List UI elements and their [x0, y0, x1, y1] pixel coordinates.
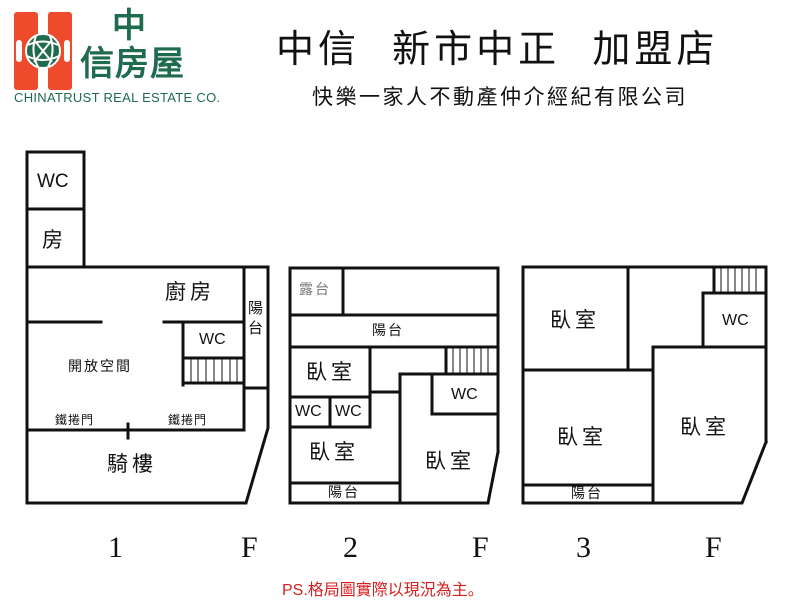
- floor-2-stairs: [452, 348, 489, 373]
- disclaimer-note: PS.格局圖實際以現況為主。: [282, 576, 484, 600]
- floor2-wc2-label: WC: [335, 403, 362, 420]
- floor3-title: 3 F: [576, 531, 764, 564]
- floor2-balcony-top-label: 陽台: [372, 323, 404, 339]
- floor-3-stairs: [720, 268, 757, 293]
- floor2-bedroom2-label: 臥室: [309, 440, 359, 464]
- floor-3-walls: [521, 265, 768, 505]
- floor2-balcony-bottom-label: 陽台: [328, 485, 360, 501]
- floor2-wc1-label: WC: [295, 403, 322, 420]
- globe-logo-icon: [14, 12, 72, 90]
- floor2-bedroom1-label: 臥室: [306, 360, 356, 384]
- floor1-kitchen-label: 廚房: [165, 280, 215, 304]
- floor2-terrace-label: 露台: [299, 282, 331, 298]
- floor2-title: 2 F: [343, 531, 531, 564]
- chinatrust-logo-mark: [14, 12, 72, 90]
- floor-1-stairs: [190, 359, 238, 383]
- note-prefix: PS.: [282, 582, 308, 599]
- floor3-wc-label: WC: [722, 312, 749, 329]
- floor1-open-space-label: 開放空間: [68, 359, 132, 375]
- floor1-room-label: 房: [42, 228, 67, 252]
- floor-2-walls: [288, 266, 500, 505]
- floor1-arcade-label: 騎樓: [107, 452, 157, 476]
- floor3-bedroom1-label: 臥室: [550, 308, 600, 332]
- floor2-wc3-label: WC: [451, 386, 478, 403]
- note-text: 格局圖實際以現況為主。: [307, 580, 484, 599]
- floor1-wc-label: WC: [199, 331, 226, 348]
- floor1-balcony-label: 陽台: [248, 299, 266, 337]
- floor-1-walls: [25, 150, 270, 505]
- floor3-bedroom2-label: 臥室: [557, 425, 607, 449]
- floor3-bedroom3-label: 臥室: [680, 415, 730, 439]
- store-title: 中信 新市中正 加盟店: [276, 27, 719, 71]
- floor1-rolling-door-left-label: 鐵捲門: [55, 413, 95, 427]
- company-name: 快樂一家人不動產仲介經紀有限公司: [312, 85, 688, 109]
- logo-text-line1: 中: [112, 6, 146, 46]
- floor2-bedroom3-label: 臥室: [425, 449, 475, 473]
- floor1-rolling-door-right-label: 鐵捲門: [168, 413, 208, 427]
- floor3-balcony-label: 陽台: [571, 486, 603, 502]
- floor1-title: 1 F: [108, 531, 302, 564]
- logo-text-line2: 信房屋: [80, 44, 185, 84]
- logo-english-name: CHINATRUST REAL ESTATE CO.: [14, 90, 221, 105]
- floor1-wc-top-label: WC: [37, 171, 69, 192]
